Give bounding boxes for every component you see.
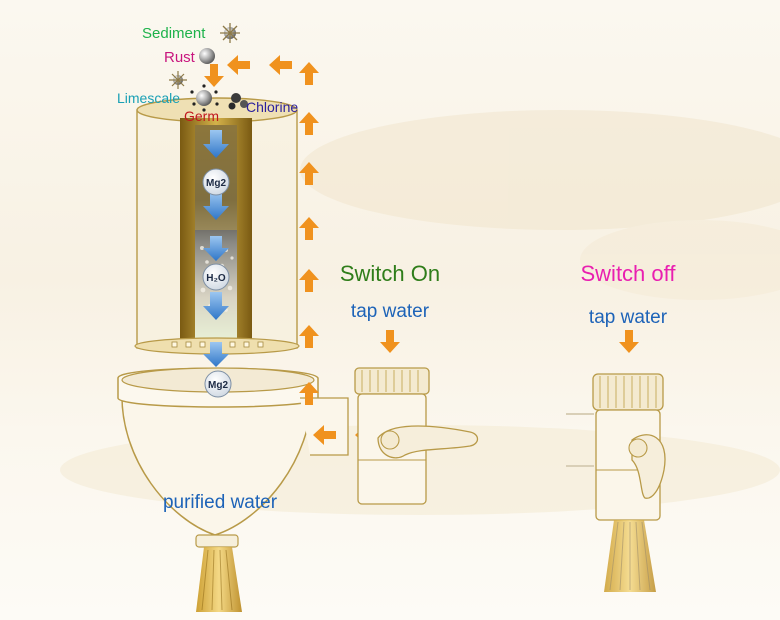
- germ-label: Germ: [184, 108, 219, 124]
- up-arrow-icon: [299, 112, 319, 135]
- up-arrow-icon: [299, 162, 319, 185]
- limescale-label: Limescale: [117, 90, 180, 106]
- up-arrow-icon: [299, 382, 319, 405]
- contaminant-labels: Sediment Rust Limescale Germ Chlorine: [117, 25, 298, 124]
- up-arrow-icon: [299, 62, 319, 85]
- mg-disc-top: Mg2: [202, 168, 230, 196]
- switch-off-valve: [566, 373, 666, 521]
- purified-water-label: purified water: [163, 492, 278, 513]
- purified-water-stream: [196, 547, 242, 612]
- up-arrow-icon: [299, 269, 319, 292]
- up-arrow-icon: [299, 217, 319, 240]
- h2o-disc: H₂O: [202, 263, 230, 291]
- switch-on-subtitle: tap water: [351, 301, 430, 322]
- sediment-label: Sediment: [142, 25, 206, 42]
- filter-housing: [117, 367, 349, 548]
- down-arrow-icon: [203, 236, 229, 261]
- mg-disc-bowl: Mg2: [204, 370, 232, 398]
- contaminants: [169, 23, 248, 112]
- switch-on-title: Switch On: [340, 261, 440, 286]
- limescale-icon: [169, 71, 187, 89]
- down-arrow-icon: [380, 330, 400, 353]
- chlorine-icon: [228, 93, 248, 110]
- left-arrow-icon: [227, 55, 250, 75]
- left-arrow-icon: [313, 425, 336, 445]
- svg-text:H₂O: H₂O: [206, 273, 226, 284]
- switch-off-title: Switch off: [581, 261, 677, 286]
- sediment-icon: [220, 23, 240, 43]
- rust-icon: [199, 48, 215, 64]
- svg-text:Mg2: Mg2: [208, 380, 228, 391]
- left-arrow-icon: [269, 55, 292, 75]
- down-arrow-icon: [203, 130, 229, 158]
- germ-icon: [190, 84, 219, 112]
- rust-label: Rust: [164, 49, 196, 66]
- up-arrow-icon: [299, 325, 319, 348]
- down-arrow-icon: [204, 64, 224, 87]
- down-arrow-icon: [619, 330, 639, 353]
- switch-on-valve: [354, 367, 479, 505]
- down-arrow-icon: [203, 342, 229, 367]
- svg-text:Mg2: Mg2: [206, 178, 226, 189]
- down-arrow-icon: [203, 292, 229, 320]
- switch-off-subtitle: tap water: [589, 307, 668, 328]
- chlorine-label: Chlorine: [246, 99, 298, 115]
- tap-water-stream: [604, 520, 656, 592]
- down-arrow-icon: [203, 192, 229, 220]
